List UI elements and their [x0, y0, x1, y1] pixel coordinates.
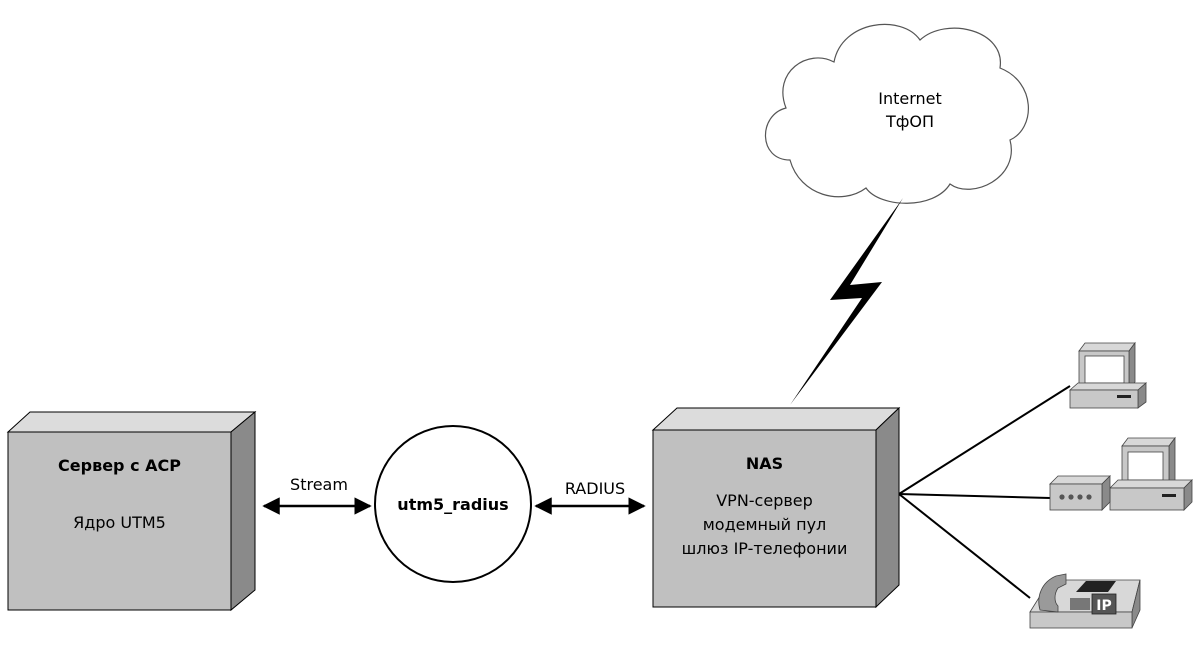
- ip-phone-badge: IP: [1096, 598, 1111, 614]
- radius-node-label: utm5_radius: [397, 495, 509, 514]
- server-subtitle: Ядро UTM5: [73, 513, 166, 532]
- link-line-computer-2: [898, 493, 1051, 499]
- link-line-computer-1: [898, 385, 1071, 495]
- cloud-shape: [764, 23, 1029, 204]
- cloud-line-pstn: ТфОП: [885, 112, 935, 131]
- nas-line-modem-pool: модемный пул: [702, 515, 827, 534]
- computer-with-modem-icon: [1049, 436, 1193, 511]
- computer-icon: [1068, 341, 1148, 409]
- cloud-line-internet: Internet: [878, 89, 942, 108]
- server-title: Сервер с АСР: [58, 456, 181, 475]
- lightning-bolt-icon: [790, 198, 903, 405]
- link-line-ip-phone: [898, 493, 1031, 599]
- radius-node-circle: [374, 425, 532, 583]
- stream-label: Stream: [290, 475, 348, 494]
- nas-line-vpn: VPN-сервер: [716, 491, 813, 510]
- radius-label: RADIUS: [564, 479, 626, 498]
- nas-line-ip-gateway: шлюз IP-телефонии: [681, 539, 848, 558]
- nas-title: NAS: [745, 454, 784, 473]
- nas-box: [651, 406, 901, 609]
- server-box: [6, 410, 257, 612]
- ip-phone-icon: IP: [1029, 573, 1141, 629]
